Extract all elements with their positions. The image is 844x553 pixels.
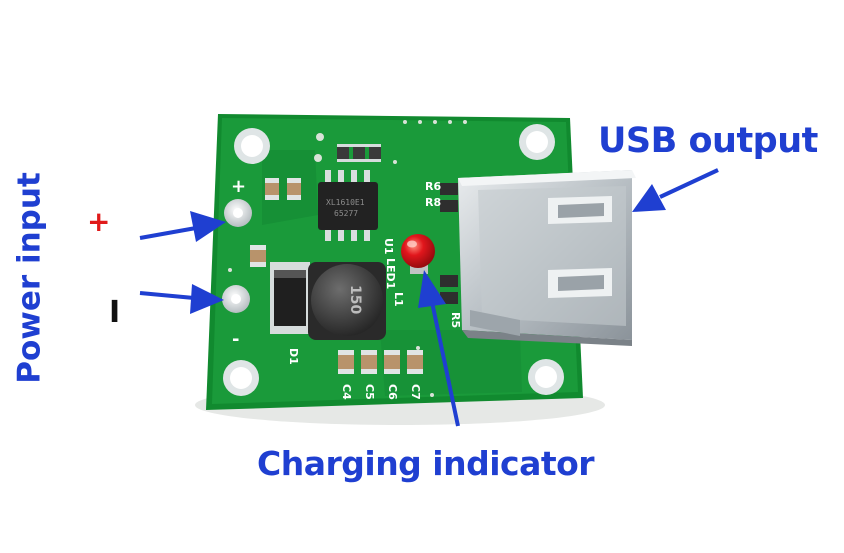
mount-hole-top-right [519,124,555,160]
resistor-array-top [337,144,381,162]
negative-terminal-sign: I [109,295,121,330]
silk-r5: R5 [449,312,462,328]
capacitor-c2 [265,178,279,200]
vias [228,120,467,397]
usb-connector [458,170,636,346]
capacitor-row-bottom [338,350,423,374]
arrow-icon [418,270,460,427]
silk-c6: C6 [386,384,399,400]
charging-led [401,234,435,274]
silk-l1: L1 [392,292,405,307]
resistor-r6-r8 [440,183,458,212]
silk-r6: R6 [425,180,441,193]
mount-hole-top-left [234,128,270,164]
silk-d1: D1 [287,348,300,365]
capacitor-c1 [250,245,266,267]
power-pad-negative [222,285,250,313]
diode-d1 [270,262,310,334]
inductor-marking: 150 [347,285,363,314]
arrow-icon [632,168,719,212]
mount-hole-bottom-left [223,360,259,396]
capacitor-c3 [287,178,301,200]
arrow-icon [139,284,224,314]
arrow-icon [139,211,226,242]
power-input-label: Power input [11,172,48,384]
usb-output-label: USB output [598,121,818,161]
resistor-r5 [440,275,458,304]
silk-c7: C7 [409,384,422,400]
power-pad-positive [224,199,252,227]
charging-indicator-label: Charging indicator [257,444,595,483]
silk-c5: C5 [363,384,376,400]
chip-marking-1: XL1610E1 [326,198,365,207]
silk-c4: C4 [340,384,353,400]
mount-hole-bottom-right [528,359,564,395]
silk-plus: + [231,176,246,197]
controller-chip: XL1610E1 65277 [318,170,378,241]
silk-r8: R8 [425,196,441,209]
silk-minus: - [232,329,239,350]
inductor-l1: 150 [308,262,386,340]
chip-marking-2: 65277 [334,209,358,218]
pcb-board: XL1610E1 65277 150 [206,114,636,410]
silk-u1: U1 [382,238,395,255]
positive-terminal-sign: + [87,205,111,238]
silk-led1: LED1 [384,258,397,289]
